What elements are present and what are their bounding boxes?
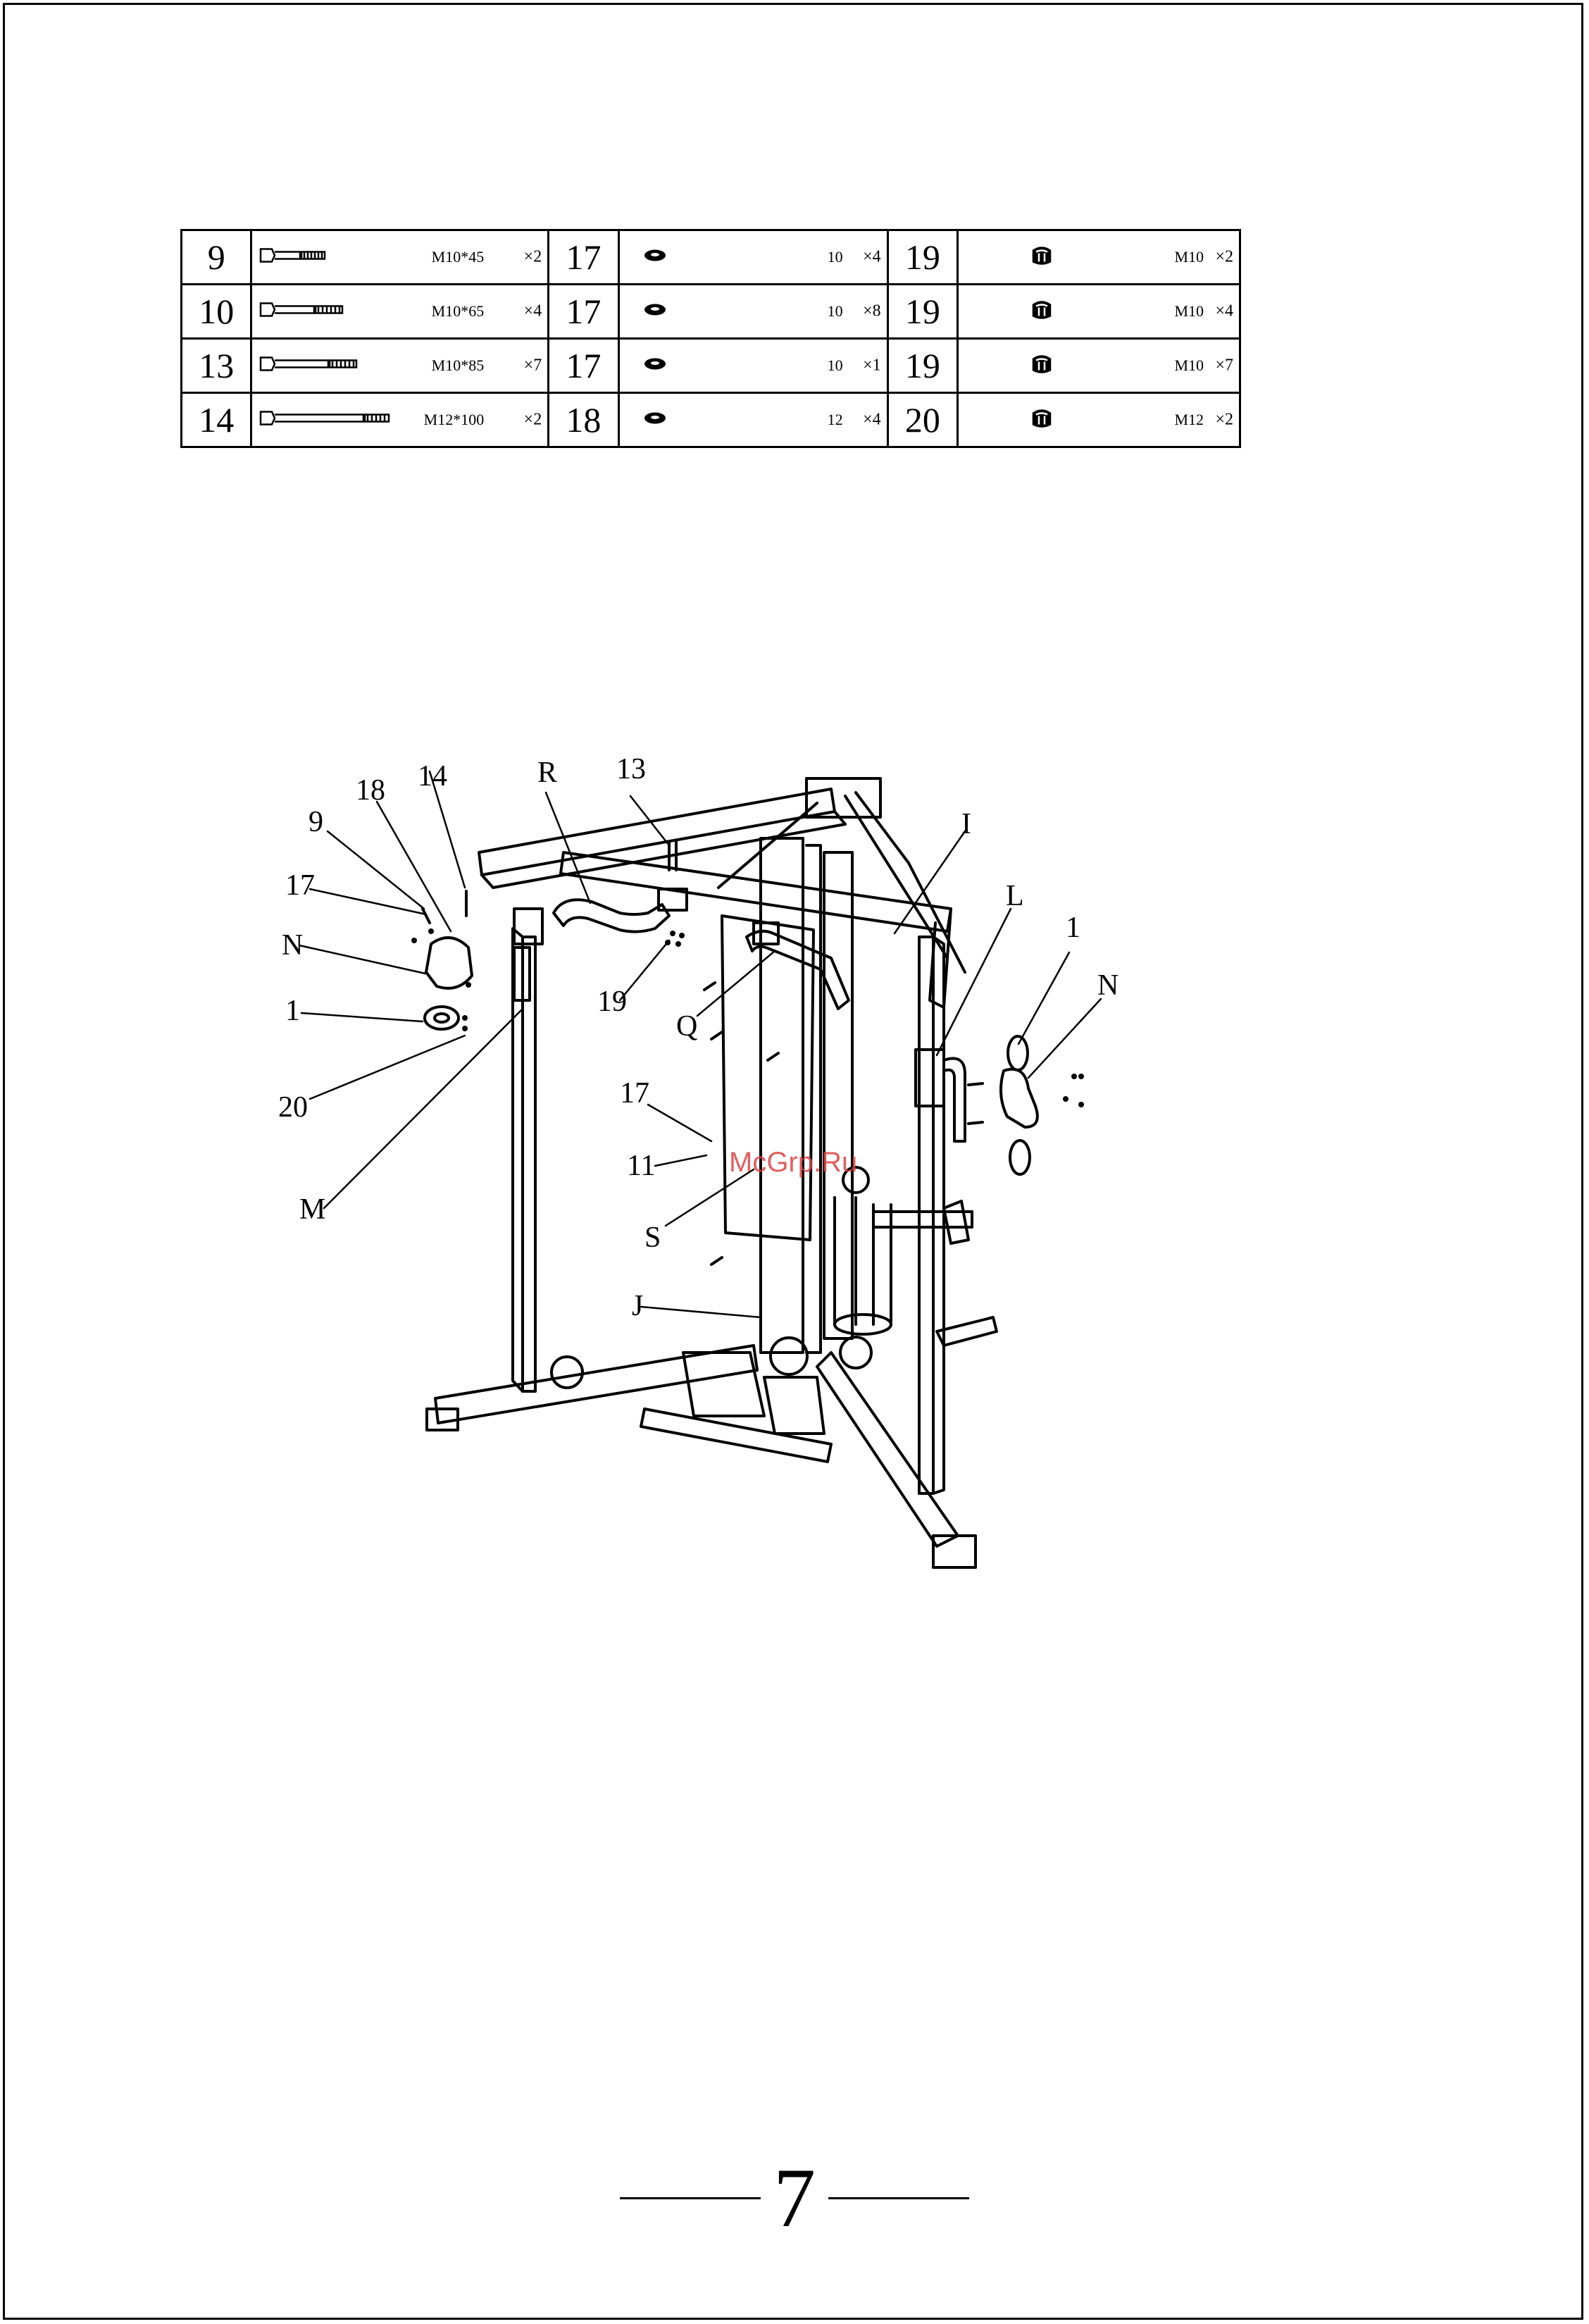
page-number-rule-left	[620, 2197, 761, 2199]
callout-17: 17	[285, 869, 315, 902]
callout-s: S	[644, 1222, 661, 1254]
leader-lines	[299, 771, 1101, 1317]
callout-i: I	[961, 808, 971, 840]
page-footer: 7	[0, 2156, 1589, 2240]
right-pulley-plates	[1001, 1036, 1037, 1174]
page-number-rule-right	[828, 2197, 969, 2199]
callout-13: 13	[616, 753, 646, 785]
pulley-arm-r	[554, 900, 669, 931]
right-base-foot	[817, 1317, 997, 1567]
page-number: 7	[773, 2156, 816, 2240]
back-panel	[722, 916, 814, 1240]
right-pulley-bracket	[916, 1050, 965, 1141]
callout-r: R	[537, 757, 557, 789]
callout-l: L	[1006, 880, 1024, 912]
right-upright	[919, 937, 944, 1493]
callout-14: 14	[418, 760, 447, 793]
callout-labels: 18 14 R 13 9 17 N 1 20 M 19 Q 17 11 S J …	[278, 753, 1118, 1322]
callout-n: N	[282, 929, 303, 962]
callout-1b: 1	[1066, 912, 1080, 944]
side-bar-handle	[873, 1201, 972, 1243]
callout-j: J	[632, 1290, 643, 1322]
callout-n2: N	[1097, 969, 1118, 1002]
left-upright	[513, 909, 542, 1391]
callout-11: 11	[627, 1150, 655, 1182]
guide-rods	[835, 1198, 891, 1334]
callout-m: M	[299, 1193, 325, 1226]
callout-q: Q	[676, 1010, 697, 1043]
callout-19: 19	[597, 986, 627, 1018]
callout-20: 20	[278, 1091, 308, 1124]
callout-1: 1	[285, 995, 300, 1027]
watermark: McGrp.Ru	[729, 1147, 857, 1179]
callout-17b: 17	[620, 1077, 649, 1110]
callout-18: 18	[356, 774, 385, 807]
callout-9: 9	[309, 806, 323, 838]
